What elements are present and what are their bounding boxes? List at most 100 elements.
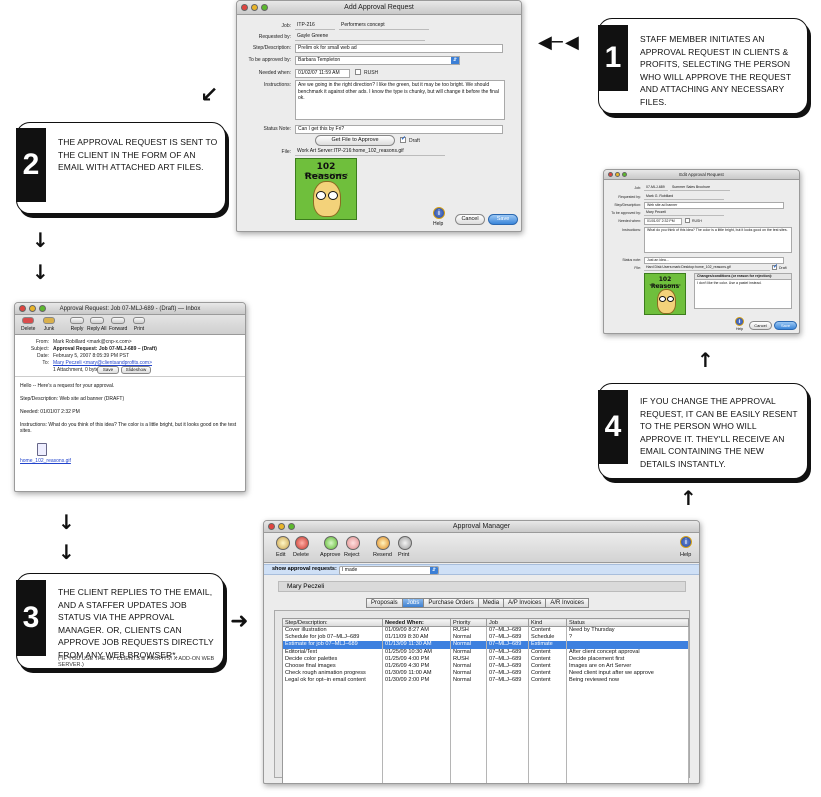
tab-media[interactable]: Media (477, 598, 505, 608)
arrow-right-icon: ➜ (230, 609, 249, 634)
forward-button[interactable]: Forward (109, 317, 127, 332)
tab-ap-invoices[interactable]: A/P Invoices (503, 598, 547, 608)
rush-label: RUSH (692, 219, 702, 223)
save-attachment-button[interactable]: Save (97, 366, 119, 374)
delete-label: Delete (21, 326, 36, 332)
minimize-button[interactable] (615, 172, 620, 177)
arrow-left-icon: ◀ (565, 32, 579, 53)
help-icon[interactable]: i (433, 207, 445, 219)
reject-icon (346, 536, 360, 550)
column-header[interactable]: Priority (450, 618, 487, 627)
mail-instructions-line: Instructions: What do you think of this … (20, 422, 237, 434)
get-file-button[interactable]: Get File to Approve (315, 135, 395, 146)
arrow-diagonal-icon: ↙ (200, 83, 219, 108)
manager-toolbar: Edit Delete Approve Reject Resend Print … (264, 533, 699, 563)
delete-button[interactable]: Delete (21, 317, 35, 332)
cancel-button[interactable]: Cancel (749, 321, 772, 330)
step-3-text: The client replies to the email, and a s… (58, 587, 214, 660)
save-button[interactable]: Save (774, 321, 797, 330)
tab-proposals[interactable]: Proposals (366, 598, 403, 608)
status-note-input[interactable]: Can I get this by Fri? (295, 125, 503, 134)
column-header[interactable]: Step/Description: (282, 618, 383, 627)
rush-checkbox[interactable] (355, 69, 361, 75)
help-icon[interactable]: i (735, 317, 744, 326)
zoom-button[interactable] (39, 305, 46, 312)
cell-job: 07–MLJ–689 (486, 677, 529, 685)
job-number-field[interactable]: ITP-216 (295, 22, 335, 30)
cell-step: Choose final images (282, 663, 383, 671)
requested-by-label: Requested by: (618, 195, 641, 199)
junk-button[interactable]: Junk (43, 317, 55, 332)
close-button[interactable] (608, 172, 613, 177)
book-cover-thumbnail: 102 Reasons To Use Clients & Profits X (295, 158, 357, 220)
minimize-button[interactable] (29, 305, 36, 312)
attachment-link[interactable]: home_102_reasons.gif (20, 458, 71, 464)
zoom-button[interactable] (288, 523, 295, 530)
edit-label: Edit (276, 552, 286, 558)
draft-checkbox[interactable] (772, 263, 778, 270)
column-header[interactable]: Status (566, 618, 689, 627)
step-description-input[interactable]: Prelim ok for small web ad (295, 44, 503, 53)
cell-job: 07–MLJ–689 (486, 641, 529, 649)
reply-button[interactable]: Reply (70, 317, 84, 332)
zoom-button[interactable] (261, 4, 268, 11)
needed-when-input[interactable]: 01/02/07 11:59 AM (295, 69, 350, 78)
cell-priority: Normal (450, 641, 487, 649)
print-button[interactable]: Print (133, 317, 145, 332)
category-tabs: Proposals Jobs Purchase Orders Media A/P… (366, 598, 590, 608)
minimize-button[interactable] (251, 4, 258, 11)
cell-priority: RUSH (450, 626, 487, 635)
status-note-input[interactable]: Just an idea... (644, 257, 784, 264)
print-icon (398, 536, 412, 550)
close-button[interactable] (241, 4, 248, 11)
close-button[interactable] (268, 523, 275, 530)
zoom-button[interactable] (622, 172, 627, 177)
step-1-callout (598, 18, 808, 114)
instructions-textarea[interactable]: Are we going in the right direction? I l… (295, 80, 505, 120)
step-2-callout (16, 122, 226, 214)
step-label: Step/Description: (252, 45, 291, 51)
cell-status: Images are on Art Server (566, 663, 689, 671)
from-label: From: (35, 339, 49, 345)
changes-box[interactable]: Changes/conditions (or reason for reject… (694, 273, 792, 309)
show-requests-value: I made (342, 567, 358, 573)
add-approval-request-window: Add Approval Request Job: ITP-216 Perfor… (236, 0, 522, 232)
cell-kind: Content (528, 655, 567, 664)
to-value[interactable]: Mary Peczeli <mary@clientsandprofits.com… (53, 360, 152, 366)
tab-purchase-orders[interactable]: Purchase Orders (423, 598, 479, 608)
slideshow-button[interactable]: Slideshow (121, 366, 151, 374)
approver-select[interactable]: Barbara Templeton⇵ (295, 56, 460, 65)
cell-job: 07–MLJ–689 (486, 634, 529, 642)
close-button[interactable] (19, 305, 26, 312)
rush-checkbox[interactable] (685, 218, 690, 223)
column-header[interactable]: Job (486, 618, 529, 627)
instructions-textarea[interactable]: What do you think of this idea? The colo… (644, 227, 792, 253)
minimize-button[interactable] (278, 523, 285, 530)
save-button[interactable]: Save (488, 214, 518, 225)
job-label: Job: (281, 23, 291, 29)
step-description-input[interactable]: Web site ad banner (644, 202, 784, 209)
cell-job: 07–MLJ–689 (486, 655, 529, 664)
draft-label: Draft (409, 138, 420, 144)
tab-jobs[interactable]: Jobs (401, 598, 425, 608)
select-arrows-icon: ⇵ (430, 567, 438, 574)
reply-all-button[interactable]: Reply All (87, 317, 106, 332)
column-header[interactable]: Needed When: (382, 618, 451, 627)
cell-step: Decide color palettes (282, 655, 383, 664)
draft-checkbox[interactable] (400, 135, 406, 143)
column-header[interactable]: Kind (528, 618, 567, 627)
cancel-button[interactable]: Cancel (455, 214, 485, 225)
needed-when-input[interactable]: 01/01/07 2:32 PM (644, 218, 682, 225)
requested-by-field[interactable]: Gayle Greene (295, 33, 425, 41)
show-requests-select[interactable]: I made ⇵ (339, 566, 439, 575)
file-attachment-icon[interactable] (37, 443, 47, 456)
tab-ar-invoices[interactable]: A/R Invoices (545, 598, 590, 608)
